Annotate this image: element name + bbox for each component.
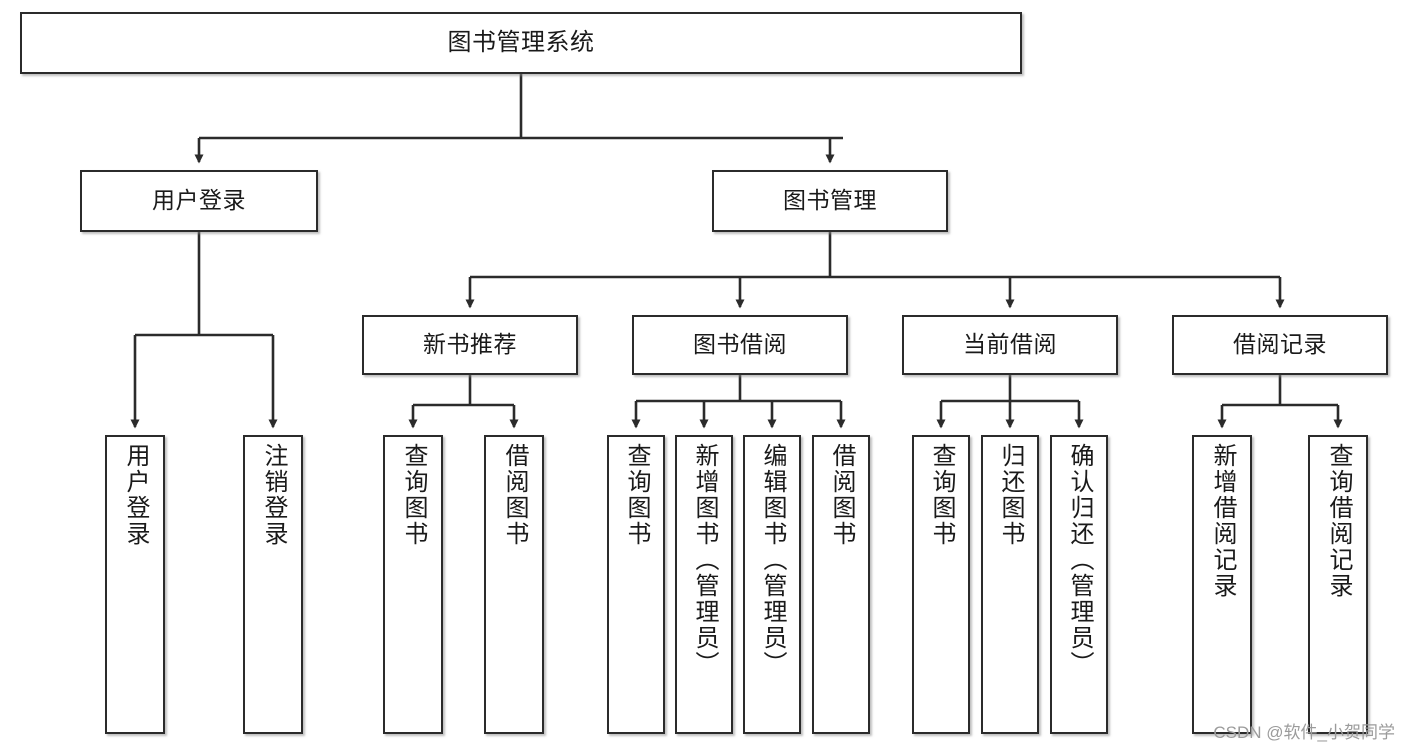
node-label: 新书推荐: [423, 331, 517, 358]
leaf-records-query-record[interactable]: 查询借阅记录: [1308, 435, 1368, 734]
node-current-borrowing[interactable]: 当前借阅: [902, 315, 1118, 375]
leaf-current-confirm-return-admin[interactable]: 确认归还（管理员）: [1050, 435, 1108, 734]
leaf-user-login[interactable]: 用户登录: [105, 435, 165, 734]
node-label: 借阅图书: [500, 443, 528, 547]
node-label: 查询借阅记录: [1324, 443, 1352, 599]
leaf-newbook-query-books[interactable]: 查询图书: [383, 435, 443, 734]
leaf-borrow-add-book-admin[interactable]: 新增图书（管理员）: [675, 435, 733, 734]
node-label: 编辑图书（管理员）: [758, 443, 786, 677]
node-user-login[interactable]: 用户登录: [80, 170, 318, 232]
node-label: 借阅图书: [827, 443, 855, 547]
node-label: 图书管理: [783, 187, 877, 214]
leaf-borrow-edit-book-admin[interactable]: 编辑图书（管理员）: [743, 435, 801, 734]
leaf-current-return-books[interactable]: 归还图书: [981, 435, 1039, 734]
leaf-current-query-books[interactable]: 查询图书: [912, 435, 970, 734]
leaf-newbook-borrow-books[interactable]: 借阅图书: [484, 435, 544, 734]
leaf-borrow-borrow-books[interactable]: 借阅图书: [812, 435, 870, 734]
node-label: 用户登录: [152, 187, 246, 214]
node-label: 图书借阅: [693, 331, 787, 358]
node-new-book-recommendation[interactable]: 新书推荐: [362, 315, 578, 375]
node-label: 新增图书（管理员）: [690, 443, 718, 677]
node-label: 用户登录: [121, 443, 149, 547]
node-label: 图书管理系统: [447, 28, 595, 56]
node-book-management[interactable]: 图书管理: [712, 170, 948, 232]
node-label: 新增借阅记录: [1208, 443, 1236, 599]
node-label: 查询图书: [622, 443, 650, 547]
leaf-logout[interactable]: 注销登录: [243, 435, 303, 734]
node-label: 归还图书: [996, 443, 1024, 547]
node-label: 当前借阅: [963, 331, 1057, 358]
node-label: 注销登录: [259, 443, 287, 547]
node-book-borrowing[interactable]: 图书借阅: [632, 315, 848, 375]
node-label: 查询图书: [399, 443, 427, 547]
watermark-text: CSDN @软件_小贺同学: [1213, 723, 1395, 742]
leaf-records-add-record[interactable]: 新增借阅记录: [1192, 435, 1252, 734]
node-label: 确认归还（管理员）: [1065, 443, 1093, 677]
node-label: 借阅记录: [1233, 331, 1327, 358]
node-label: 查询图书: [927, 443, 955, 547]
node-borrow-records[interactable]: 借阅记录: [1172, 315, 1388, 375]
node-root-book-management-system[interactable]: 图书管理系统: [20, 12, 1022, 74]
leaf-borrow-query-books[interactable]: 查询图书: [607, 435, 665, 734]
